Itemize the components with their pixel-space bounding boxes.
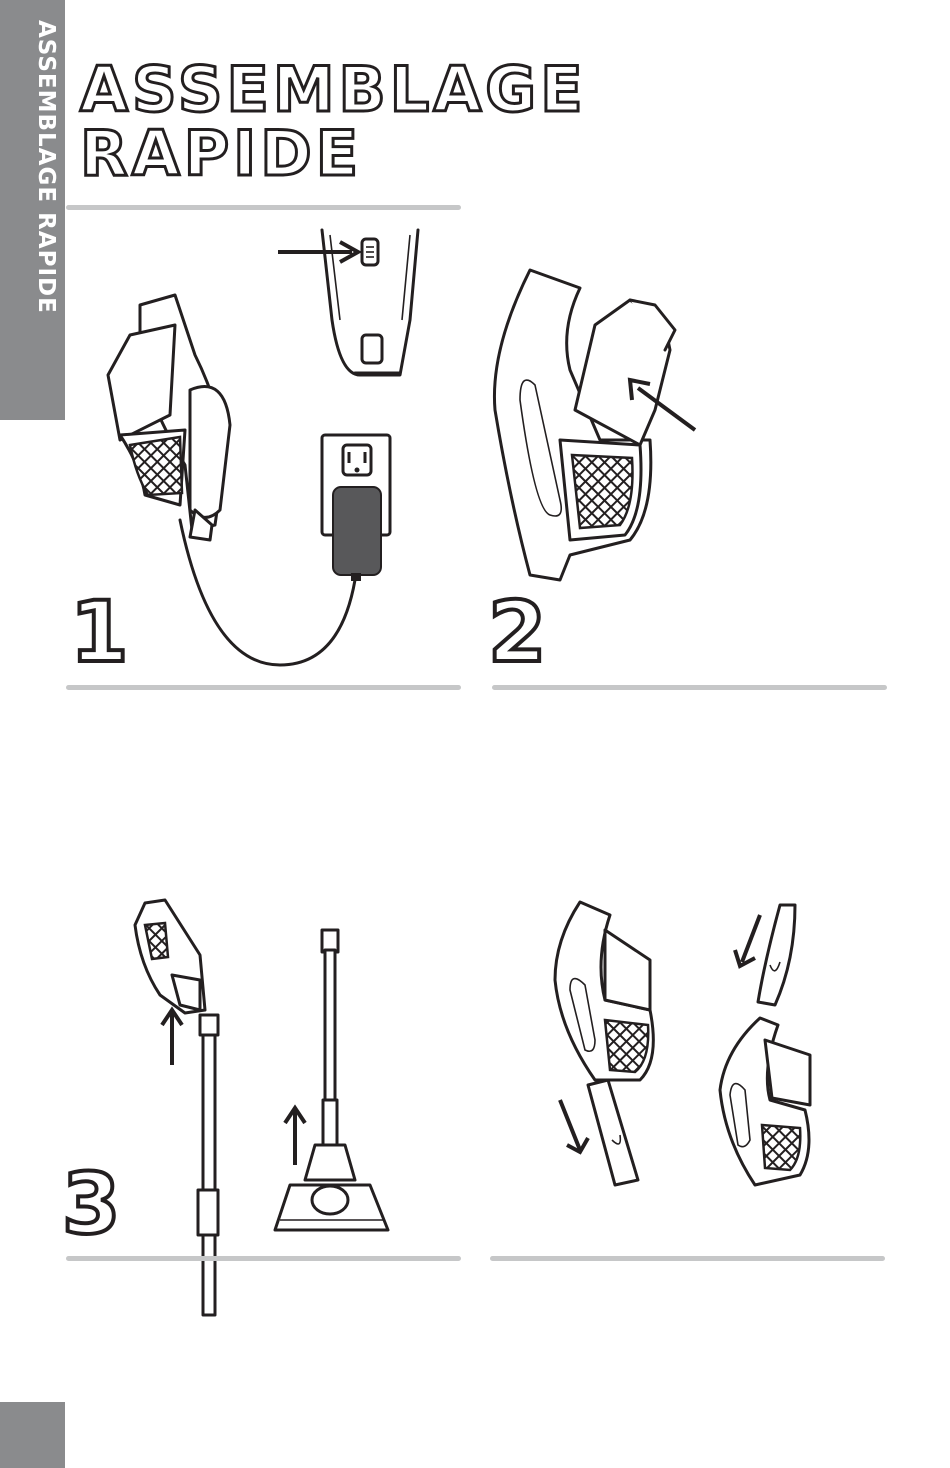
- handheld-with-tool-icon: [720, 1018, 810, 1185]
- title-line-2: RAPIDE: [80, 122, 587, 186]
- step-4-illustration: [550, 900, 820, 1195]
- title-line-1: ASSEMBLAGE: [80, 58, 587, 122]
- crevice-tool-bottom-icon: [555, 902, 653, 1185]
- step-2-illustration: [490, 270, 710, 590]
- title-divider: [66, 205, 461, 210]
- crevice-tool-top-icon: [735, 905, 795, 1005]
- dust-bin-insert-icon: [494, 270, 695, 580]
- side-section-tab: ASSEMBLAGE RAPIDE: [0, 0, 65, 420]
- step-2-divider: [492, 685, 887, 690]
- step-1-number: 1: [70, 590, 128, 674]
- page-corner-block: [0, 1402, 65, 1468]
- handheld-vacuum-icon: [108, 295, 230, 540]
- step-1-divider: [66, 685, 461, 690]
- step-3-number: 3: [62, 1162, 120, 1246]
- step-4-divider: [490, 1256, 885, 1261]
- floor-nozzle-attach-icon: [275, 930, 388, 1230]
- step-3-illustration: [130, 895, 400, 1240]
- step-3-divider: [66, 1256, 461, 1261]
- handle-detail-icon: [278, 230, 418, 375]
- step-1-illustration: [100, 225, 400, 675]
- page-title: ASSEMBLAGE RAPIDE: [80, 58, 587, 186]
- charger-adapter-icon: [333, 487, 381, 581]
- step-2-number: 2: [488, 590, 546, 674]
- side-tab-label: ASSEMBLAGE RAPIDE: [33, 20, 59, 314]
- wand-attach-icon: [135, 900, 218, 1315]
